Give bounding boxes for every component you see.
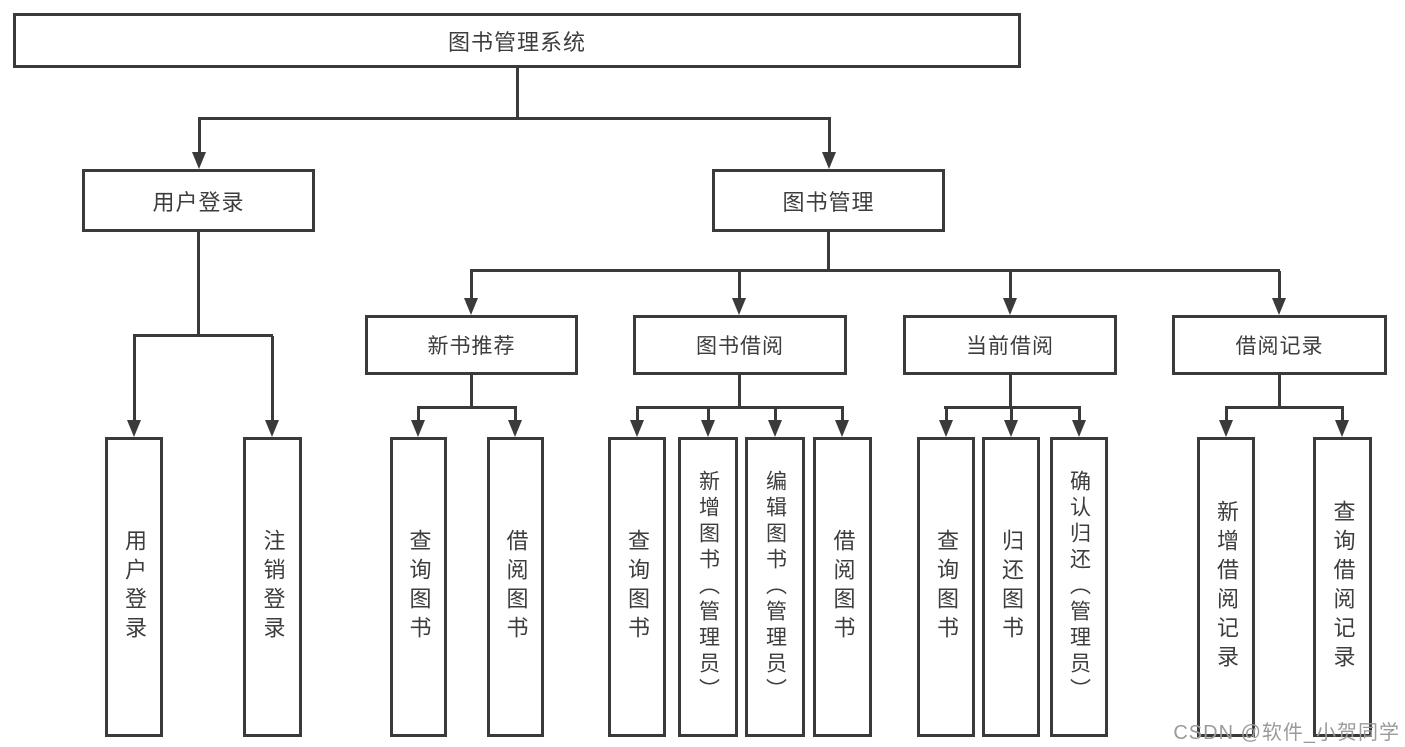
connector-line	[828, 119, 831, 154]
connector-line	[198, 119, 201, 154]
connector-rail	[636, 406, 844, 409]
connector-level1-rail	[198, 117, 831, 120]
arrow-head	[835, 420, 849, 437]
arrow-head	[1335, 420, 1349, 437]
connector-line	[707, 408, 710, 421]
arrow-head	[701, 420, 715, 437]
arrow-head	[127, 420, 141, 437]
connector-line	[738, 271, 741, 299]
connector-level2-rail	[470, 269, 1280, 272]
connector-line	[1009, 373, 1012, 408]
connector-rail	[133, 334, 273, 337]
connector-line	[841, 408, 844, 421]
node-user-login-branch: 用户登录	[82, 169, 315, 232]
node-borrow-books-recommend: 借阅图书	[487, 437, 544, 737]
node-return-books: 归还图书	[982, 437, 1040, 737]
node-edit-book-admin: 编辑图书（管理员）	[745, 437, 805, 737]
arrow-head	[1004, 420, 1018, 437]
connector-line	[774, 408, 777, 421]
connector-line	[417, 408, 420, 421]
connector-line	[514, 408, 517, 421]
connector-line	[827, 232, 830, 271]
connector-rail	[944, 406, 1081, 409]
arrow-head	[732, 298, 746, 315]
node-query-books-recommend: 查询图书	[390, 437, 447, 737]
connector-line	[1225, 408, 1228, 421]
watermark-text: CSDN @软件_小贺同学	[1173, 722, 1400, 744]
connector-line	[470, 373, 473, 408]
node-logout: 注销登录	[243, 437, 302, 737]
connector-line	[1078, 408, 1081, 421]
arrow-head	[192, 152, 206, 169]
node-book-management: 图书管理	[712, 169, 945, 232]
connector-root-stem	[516, 68, 519, 118]
connector-rail	[1225, 406, 1344, 409]
arrow-head	[630, 420, 644, 437]
node-book-borrow: 图书借阅	[633, 315, 847, 375]
arrow-head	[508, 420, 522, 437]
connector-line	[1278, 373, 1281, 408]
arrow-head	[1272, 298, 1286, 315]
node-add-book-admin: 新增图书（管理员）	[678, 437, 738, 737]
node-add-borrow-record: 新增借阅记录	[1197, 437, 1255, 737]
connector-line	[133, 336, 136, 421]
arrow-head	[1003, 298, 1017, 315]
arrow-head	[1072, 420, 1086, 437]
connector-line	[271, 336, 274, 421]
arrow-head	[939, 420, 953, 437]
node-query-books-borrow: 查询图书	[608, 437, 666, 737]
node-borrow-records: 借阅记录	[1172, 315, 1387, 375]
connector-line	[1009, 271, 1012, 299]
node-user-login-leaf: 用户登录	[105, 437, 163, 737]
arrow-head	[265, 420, 279, 437]
node-query-books-current: 查询图书	[917, 437, 975, 737]
connector-line	[197, 232, 200, 336]
connector-line	[1341, 408, 1344, 421]
node-confirm-return-admin: 确认归还（管理员）	[1050, 437, 1108, 737]
node-borrow-books-leaf: 借阅图书	[813, 437, 872, 737]
arrow-head	[1219, 420, 1233, 437]
arrow-head	[464, 298, 478, 315]
connector-line	[1010, 408, 1013, 421]
connector-line	[945, 408, 948, 421]
node-new-book-recommend: 新书推荐	[365, 315, 578, 375]
connector-line	[1278, 271, 1281, 299]
connector-line	[738, 373, 741, 408]
node-query-borrow-record: 查询借阅记录	[1313, 437, 1372, 737]
connector-rail	[417, 406, 517, 409]
connector-line	[636, 408, 639, 421]
node-current-borrow: 当前借阅	[903, 315, 1117, 375]
connector-line	[470, 271, 473, 299]
arrow-head	[768, 420, 782, 437]
node-root: 图书管理系统	[13, 13, 1021, 68]
arrow-head	[822, 152, 836, 169]
arrow-head	[411, 420, 425, 437]
